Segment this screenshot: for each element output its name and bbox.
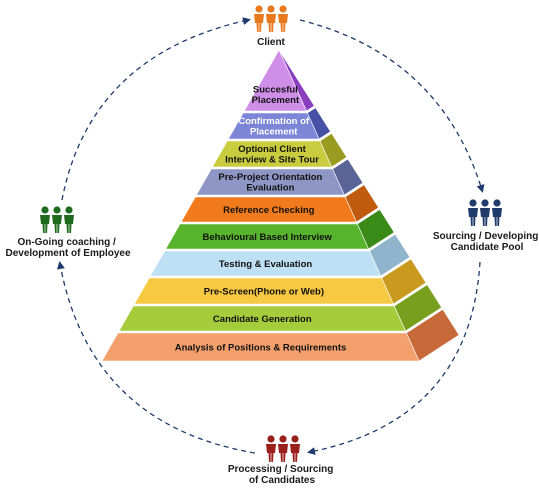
cycle-arc-sourcing-to-processing — [307, 261, 481, 455]
pyramid-tier: Pre-Screen(Phone or Web) — [133, 258, 427, 305]
pyramid-tier-label: Reference Checking — [223, 205, 315, 216]
pyramid-tier-face — [118, 305, 406, 332]
process-cycle — [56, 17, 485, 455]
person-icon — [278, 435, 288, 462]
pyramid-tier-face — [149, 250, 382, 277]
pyramid-tier-label-line: Optional Client — [238, 144, 306, 155]
pyramid-tier-label-line: Pre-Screen(Phone or Web) — [204, 286, 324, 297]
person-icon — [492, 199, 502, 226]
cycle-arc-processing-to-coaching — [56, 261, 256, 454]
pyramid-tier-label-line: Evaluation — [246, 183, 294, 194]
pyramid-tier-face — [243, 49, 307, 112]
pyramid-tier-face — [101, 332, 420, 362]
svg-text:Processing / Sourcing of: Processing / Sourcing of Candidates — [228, 464, 336, 486]
node-label-line: On-Going coaching / — [17, 237, 116, 248]
pyramid-tier-face — [211, 140, 333, 168]
pyramid-tier: Candidate Generation — [118, 284, 443, 332]
people-icon — [468, 199, 502, 226]
pyramid-tier-face — [227, 112, 320, 140]
pyramid-tier-label-line: Pre-Project Orientation — [218, 172, 322, 183]
node-processing: Processing / Sourcing of Candidates — [228, 435, 336, 486]
cycle-arc-client-to-sourcing — [299, 19, 485, 193]
pyramid-tier-face — [133, 277, 394, 305]
svg-text:Client: Client — [257, 37, 285, 48]
person-icon — [290, 435, 300, 462]
pyramid-tier-label-line: Behavioural Based Interview — [202, 232, 332, 243]
pyramid-tier-label-line: Interview & Site Tour — [225, 155, 319, 166]
pyramid-tier-label-line: Placement — [250, 127, 298, 138]
node-coaching: On-Going coaching / Development of Emplo… — [5, 206, 131, 259]
person-icon — [40, 206, 50, 233]
pyramid-tier-face — [165, 223, 370, 250]
pyramid-tier-label: Analysis of Positions & Requirements — [175, 342, 347, 353]
node-label-line: Candidate Pool — [451, 242, 524, 253]
pyramid-tier-label-line: Succesful — [253, 85, 298, 96]
pyramid-tier-label: Candidate Generation — [213, 314, 312, 325]
pyramid-tier-label: Pre-Screen(Phone or Web) — [204, 286, 324, 297]
person-icon — [468, 199, 478, 226]
pyramid-tier-face — [195, 168, 345, 196]
person-icon — [266, 5, 276, 32]
pyramid-tier-label-line: Analysis of Positions & Requirements — [175, 342, 347, 353]
people-icon — [40, 206, 74, 233]
pyramid-tier-face — [180, 196, 357, 223]
people-icon — [266, 435, 300, 462]
person-icon — [480, 199, 490, 226]
person-icon — [278, 5, 288, 32]
pyramid-tier: Analysis of Positions & Requirements — [101, 308, 460, 362]
pyramid-tier: Reference Checking — [180, 184, 379, 223]
pyramid-tier: Behavioural Based Interview — [165, 209, 395, 250]
person-icon — [64, 206, 74, 233]
pyramid-tier-label-line: Reference Checking — [223, 205, 315, 216]
cycle-arc-coaching-to-client — [61, 17, 251, 201]
person-icon — [254, 5, 264, 32]
pyramid-tier-label-line: Candidate Generation — [213, 314, 312, 325]
people-icon — [254, 5, 288, 32]
pyramid-tier: Testing & Evaluation — [149, 233, 411, 277]
node-label-line: Sourcing / Developing — [433, 231, 539, 242]
pyramid-tier-label-line: Confirmation of — [238, 116, 310, 127]
pyramid-tier-label: Behavioural Based Interview — [202, 232, 332, 243]
node-label-line: Development of Employee — [5, 248, 130, 259]
person-icon — [52, 206, 62, 233]
node-label-line: of Candidates — [249, 475, 316, 486]
node-label-line: Processing / Sourcing — [228, 464, 334, 475]
node-client: Client — [254, 5, 288, 48]
pyramid-tier-label: Testing & Evaluation — [219, 259, 312, 270]
node-label-line: Client — [257, 37, 285, 48]
pyramid-tier-label-line: Placement — [252, 95, 300, 106]
svg-text:On-Going coaching / Deve: On-Going coaching / Development of Emplo… — [5, 237, 130, 259]
pyramid-tier-label-line: Testing & Evaluation — [219, 259, 312, 270]
svg-text:Sourcing / Developing Ca: Sourcing / Developing Candidate Pool — [433, 231, 539, 253]
node-sourcing: Sourcing / Developing Candidate Pool — [433, 199, 539, 253]
person-icon — [266, 435, 276, 462]
